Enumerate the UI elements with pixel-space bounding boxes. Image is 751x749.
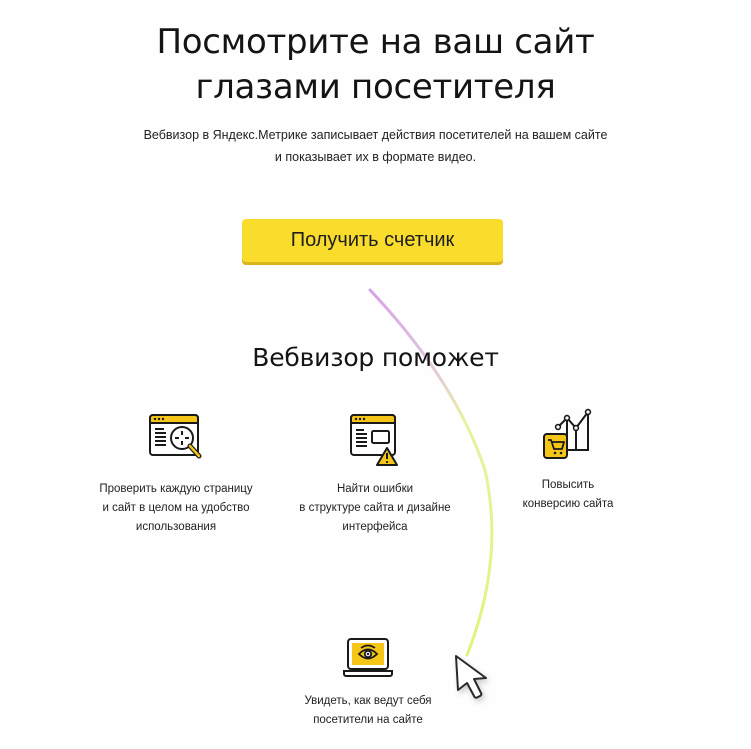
browser-magnifier-icon: [149, 414, 202, 459]
feature-caption-line: в структуре сайта и дизайне: [299, 502, 451, 514]
get-counter-button[interactable]: Получить счетчик: [242, 219, 503, 262]
feature-caption-line: и сайт в целом на удобство: [102, 502, 250, 514]
feature-caption-line: использования: [135, 521, 217, 533]
feature-find-errors: Найти ошибки в структуре сайта и дизайне…: [275, 410, 475, 537]
hero-title: Посмотрите на ваш сайт глазами посетител…: [0, 20, 751, 110]
get-counter-button-label: Получить счетчик: [290, 229, 455, 251]
laptop-eye-icon: [343, 638, 393, 677]
feature-caption-line: Повысить: [541, 479, 595, 491]
feature-check-usability: Проверить каждую страницу и сайт в целом…: [76, 410, 276, 537]
feature-caption-line: интерфейса: [342, 521, 408, 533]
feature-caption-line: Увидеть, как ведут себя: [304, 695, 432, 707]
feature-watch-visitors: Увидеть, как ведут себя посетители на са…: [268, 634, 468, 730]
hero-subtitle-line1: Вебвизор в Яндекс.Метрике записывает дей…: [143, 128, 608, 142]
hero-subtitle: Вебвизор в Яндекс.Метрике записывает дей…: [0, 124, 751, 168]
feature-increase-conversion: Повысить конверсию сайта: [468, 406, 668, 514]
section-title: Вебвизор поможет: [252, 343, 499, 372]
mouse-cursor-icon: [455, 655, 487, 699]
cart-growth-chart-icon: [543, 408, 592, 459]
feature-caption-line: посетители на сайте: [313, 714, 423, 726]
feature-caption-line: Найти ошибки: [336, 483, 414, 495]
hero-subtitle-line2: и показывает их в формате видео.: [274, 150, 477, 164]
hero-title-line2: глазами посетителя: [195, 67, 556, 107]
feature-caption-line: конверсию сайта: [522, 498, 614, 510]
hero-title-line1: Посмотрите на ваш сайт: [156, 22, 595, 62]
browser-warning-icon: [350, 414, 398, 466]
feature-caption-line: Проверить каждую страницу: [99, 483, 253, 495]
